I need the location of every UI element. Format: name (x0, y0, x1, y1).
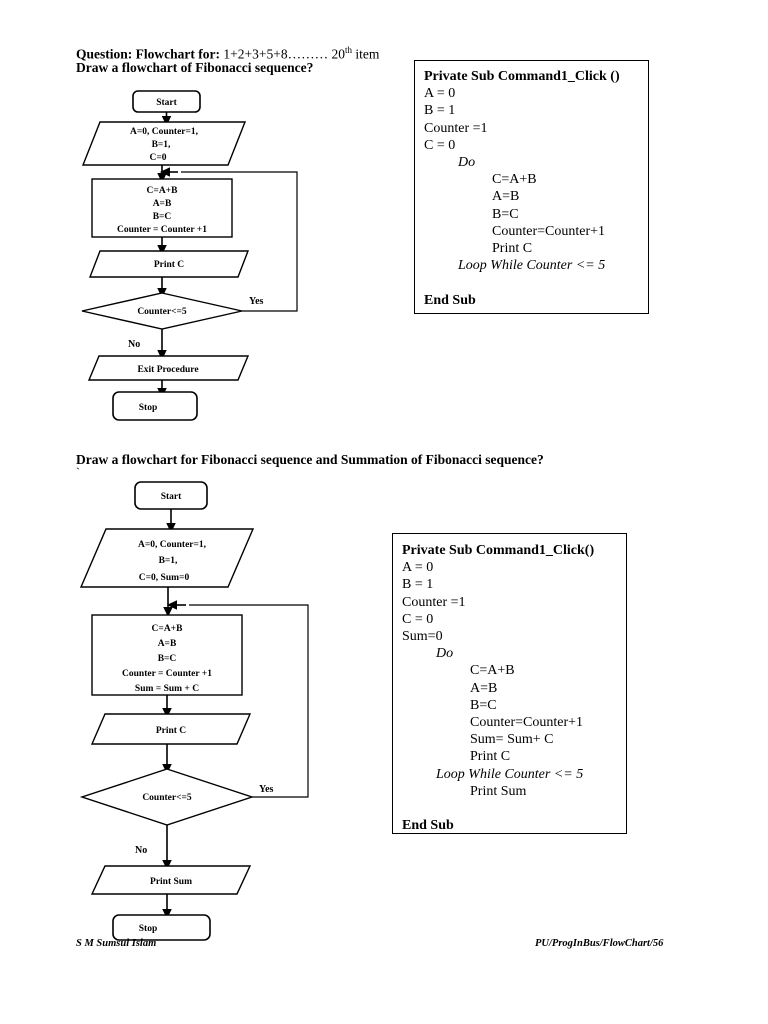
node-decision-label: Counter<=5 (142, 793, 192, 803)
code-line: Private Sub Command1_Click() (402, 543, 595, 558)
node-process-line5: Sum = Sum + C (135, 684, 199, 694)
code-line: B = 1 (402, 577, 434, 593)
code-line: Private Sub Command1_Click () (424, 69, 620, 84)
node-init-line2: B=1, (159, 556, 178, 566)
footer-author: S M Sumsul Islam (76, 938, 157, 949)
code-line: Counter=Counter+1 (470, 715, 583, 730)
code-line: C=A+B (492, 172, 537, 188)
code-line: Loop While Counter <= 5 (436, 766, 584, 782)
question-line: Question: Flowchart for: 1+2+3+5+8……… 20… (76, 42, 379, 63)
connector-yes-loop (181, 171, 298, 312)
code-line: B=C (492, 206, 519, 222)
code-line: C = 0 (402, 611, 434, 627)
label-yes: Yes (249, 296, 264, 307)
node-process (91, 614, 243, 696)
code-line: A=B (492, 189, 520, 205)
label-yes: Yes (259, 784, 274, 795)
code-line: Sum= Sum+ C (470, 732, 554, 748)
node-exit-procedure-label: Exit Procedure (137, 365, 198, 375)
code-line: Print Sum (470, 783, 527, 799)
code-line: Loop While Counter <= 5 (458, 258, 606, 274)
node-stop-label: Stop (139, 403, 157, 413)
node-print-sum (90, 865, 252, 895)
code-line: A=B (470, 680, 498, 696)
node-init (79, 528, 255, 588)
code-line: A = 0 (424, 86, 456, 102)
node-print-label: Print C (156, 726, 186, 736)
code-line: Do (436, 646, 454, 662)
node-init-line1: A=0, Counter=1, (138, 540, 207, 550)
node-init-line2: B=1, (152, 140, 171, 150)
flowchart-fibonacci-summation: Start A=0, Counter=1, B=1, C=0, Sum=0 C=… (79, 481, 309, 941)
node-process-line3: B=C (158, 654, 177, 664)
node-init-line1: A=0, Counter=1, (130, 127, 199, 137)
code-line: A = 0 (402, 560, 434, 576)
question-series: 1+2+3+5+8……… 20 (223, 46, 345, 62)
code-line: C=A+B (470, 663, 515, 679)
label-no: No (128, 339, 140, 350)
node-start-label: Start (156, 98, 177, 108)
node-init-line3: C=0, Sum=0 (139, 573, 190, 583)
node-stop (112, 914, 211, 941)
node-init-line3: C=0 (149, 153, 166, 163)
node-print-sum-label: Print Sum (150, 877, 192, 887)
node-process-line2: A=B (153, 199, 172, 209)
node-process (91, 178, 233, 238)
node-process-line1: C=A+B (152, 624, 184, 634)
flowchart-fibonacci: Start A=0, Counter=1, B=1, C=0 C=A+B A=B… (81, 90, 298, 421)
code-line: Counter=Counter+1 (492, 223, 605, 239)
footer-reference: PU/ProgInBus/FlowChart/56 (535, 938, 664, 949)
node-process-line1: C=A+B (147, 186, 179, 196)
node-process-line4: Counter = Counter +1 (117, 225, 207, 235)
question-ordinal: th (344, 45, 352, 55)
node-process-line4: Counter = Counter +1 (122, 669, 212, 679)
node-stop (112, 391, 198, 421)
code-line: Counter =1 (402, 594, 466, 610)
node-exit-procedure (87, 355, 250, 381)
node-start-label: Start (161, 492, 182, 502)
code-line: Do (458, 155, 476, 170)
code-line: Counter =1 (424, 120, 488, 136)
code-line: B=C (470, 697, 497, 713)
question-label: Question: Flowchart for: (76, 46, 220, 62)
code-line: End Sub (402, 818, 454, 834)
code-line: B = 1 (424, 103, 456, 119)
node-print (90, 713, 252, 745)
node-decision-label: Counter<=5 (137, 307, 187, 317)
question-tail: item (351, 46, 380, 62)
connector-yes-loop (189, 604, 309, 798)
label-no: No (135, 845, 147, 856)
node-init (81, 121, 247, 166)
node-print (88, 250, 250, 278)
code-line: Print C (492, 241, 533, 256)
code-line: C = 0 (424, 137, 456, 153)
code-line: Print C (470, 749, 511, 765)
node-process-line2: A=B (158, 639, 177, 649)
node-stop-label: Stop (139, 924, 157, 934)
code-line: Sum=0 (402, 629, 443, 644)
section2-instruction: Draw a flowchart for Fibonacci sequence … (76, 452, 544, 467)
code-line: End Sub (424, 292, 476, 308)
section1-instruction: Draw a flowchart of Fibonacci sequence? (76, 60, 314, 75)
node-process-line3: B=C (153, 212, 172, 222)
node-print-label: Print C (154, 260, 184, 270)
stray-mark: ` (76, 465, 80, 479)
